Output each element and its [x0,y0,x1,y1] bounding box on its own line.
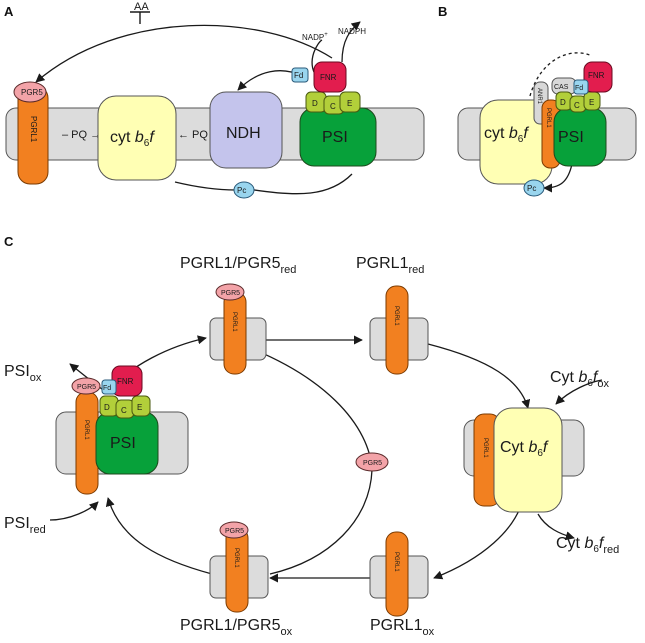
psi-e-a-label: E [347,99,352,108]
pgrl1-c-tl-label: PGRL1 [231,312,237,332]
psi-c-a-label: C [330,102,336,111]
psi-d-c-label: D [104,403,110,412]
arrow-psi-pc [241,173,353,195]
fd-a [291,67,309,83]
psi-e-b-label: E [589,98,594,107]
pgrl1-a-label: PGRL1 [29,116,38,143]
pgr5-c-center [355,452,389,472]
nadp-label: NADP+ [302,32,328,42]
arrow-psi-red [49,501,99,521]
pc-a-label: Pc [237,186,246,195]
pgr5-a-label: PGR5 [21,88,43,97]
arrow-bottom-left [105,497,213,575]
pgr5-c-tl-label: PGR5 [221,290,240,297]
label-pgrl1-ox: PGRL1ox [370,617,435,638]
psi-c-c-label: C [121,406,127,415]
pgr5-c-psi [71,377,101,395]
label-pgrl1-pgr5-red: PGRL1/PGR5red [180,255,296,276]
panel-label-a: A [4,4,14,19]
psi-d-b-label: D [560,98,566,107]
cyt-b6f-a-label: cyt b6f [110,129,155,149]
psi-a-label: PSI [322,129,348,146]
pgrl1-c-br [385,531,409,617]
pgrl1-c-psi-label: PGRL1 [83,420,89,440]
arrow-psi-pc-b [543,163,573,193]
fnr-b-label: FNR [588,71,605,80]
fnr-a-label: FNR [320,73,337,82]
psi-e-c [131,395,151,417]
pc-a [233,181,255,199]
cyt-b6f-a [97,95,177,181]
anr1-label: ANR1 [536,88,542,105]
psi-c-label: PSI [110,435,136,452]
label-psi-red: PSIred [4,515,46,536]
ndh [209,91,283,169]
pgr5-a [13,81,47,103]
cyt-b6f-b-label: cyt b6f [484,125,529,145]
pq-left: – PQ → [62,129,101,141]
psi-e-c-label: E [137,403,142,412]
arrow-top-right [427,343,531,409]
cas-label: CAS [554,84,569,91]
aa-label: AA [134,1,149,13]
panel-label-c: C [4,234,14,249]
fnr-a [313,61,347,93]
arrow-cyt-pc [174,181,237,191]
pgr5-c-tl [215,283,245,301]
psi-c-b-label: C [574,101,580,110]
label-pgrl1-pgr5-ox: PGRL1/PGR5ox [180,617,293,638]
pgrl1-c-bl-label: PGRL1 [233,548,239,568]
psi-d-a-label: D [312,99,318,108]
fd-b-label: Fd [575,85,583,92]
label-cyt-ox: Cyt b6fox [550,369,609,390]
pgr5-c-bl [219,521,249,539]
pgrl1-c-bl [225,527,249,613]
fd-b [573,79,589,95]
label-psi-ox: PSIox [4,363,42,384]
fnr-c-label: FNR [117,377,134,386]
pgrl1-c-psi [75,391,99,495]
pgr5-c-psi-label: PGR5 [77,384,96,391]
nadph-label: NADPH [338,27,366,36]
arrow-cyt-ox [555,379,603,405]
pgrl1-c-tr [385,285,409,375]
panel-label-b: B [438,4,447,19]
label-cyt-red: Cyt b6fred [556,535,619,556]
arrow-nadph [341,21,361,63]
pq-right: ← PQ – [178,129,218,141]
arrow-fd-to-pgr5 [35,24,333,83]
pgrl1-c-br-label: PGRL1 [393,552,399,572]
psi-b-label: PSI [558,129,584,146]
pgrl1-b-label: PGRL1 [545,108,551,128]
pc-b-label: Pc [527,184,536,193]
label-pgrl1-red: PGRL1red [356,255,424,276]
pgrl1-c-tl [223,291,247,375]
psi-e-a [339,91,361,113]
ndh-label: NDH [226,125,261,142]
arrow-cyt-red [537,513,575,541]
cyt-b6f-c [493,407,563,513]
fd-c-label: Fd [103,385,111,392]
fd-a-label: Fd [294,71,303,80]
pc-b [523,179,545,197]
pgr5-c-center-label: PGR5 [363,460,382,467]
pgrl1-c-tr-label: PGRL1 [393,306,399,326]
arc-center-bottom [269,469,373,575]
fd-c [101,379,117,395]
fnr-b [583,61,613,93]
pgr5-c-bl-label: PGR5 [225,528,244,535]
cyt-b6f-c-label: Cyt b6f [500,439,549,459]
pgrl1-c-cyt-label: PGRL1 [482,438,488,458]
